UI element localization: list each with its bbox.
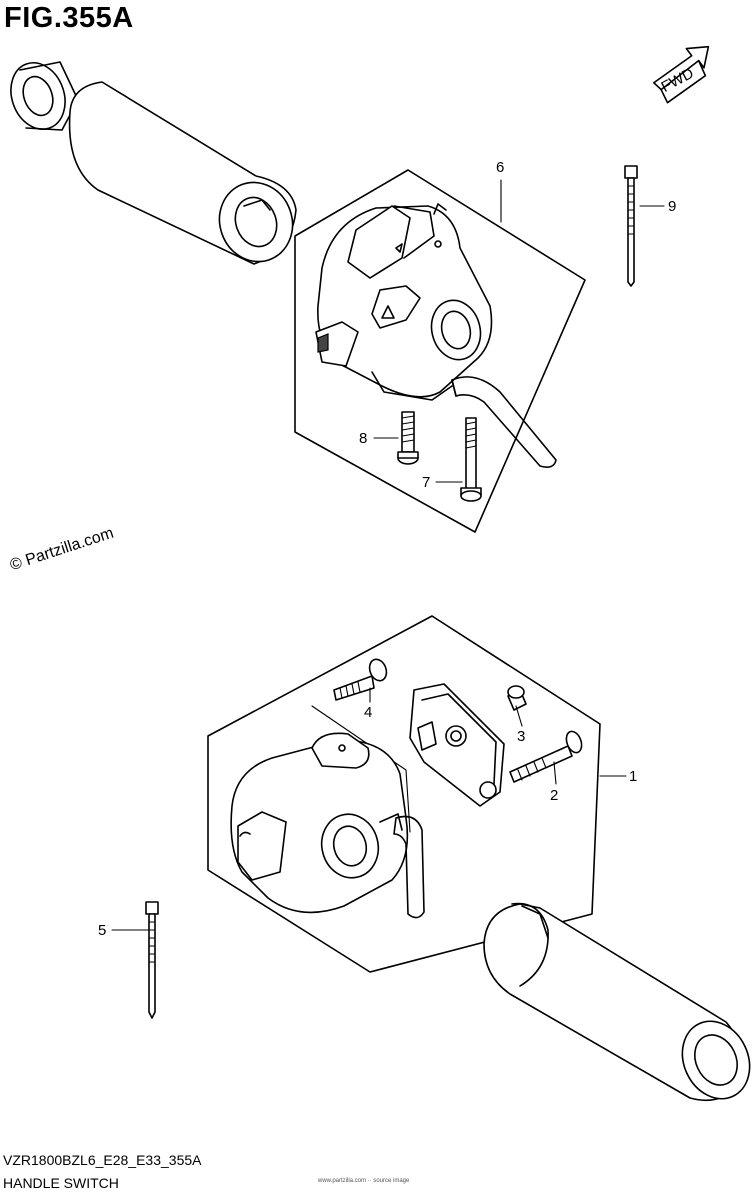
screw-4 xyxy=(333,658,388,701)
fine-print: www.partzilla.com ·· source image xyxy=(318,1178,410,1184)
leader-lines xyxy=(111,205,665,931)
figure-code: VZR1800BZL6_E28_E33_355A xyxy=(3,1152,202,1168)
callout-1: 1 xyxy=(629,768,637,785)
left-switch-housing xyxy=(315,203,493,401)
screw-2 xyxy=(509,730,583,783)
callout-8: 8 xyxy=(359,430,367,447)
cable-tie-5 xyxy=(145,901,159,1019)
handle-grip-top xyxy=(68,81,297,265)
lower-wire-harness xyxy=(393,815,425,919)
callout-4: 4 xyxy=(364,704,372,721)
screw-7 xyxy=(460,417,482,502)
grip-end-cap-top xyxy=(10,61,79,131)
callout-7: 7 xyxy=(422,474,430,491)
callout-2: 2 xyxy=(550,787,558,804)
switch-bracket xyxy=(409,683,505,807)
callout-6: 6 xyxy=(496,159,504,176)
fwd-arrow-icon: FWD xyxy=(653,45,710,104)
cable-tie-9 xyxy=(624,165,638,287)
lower-assembly-frame xyxy=(207,615,601,973)
callout-9: 9 xyxy=(668,198,676,215)
upper-assembly-frame xyxy=(294,169,586,533)
figure-subtitle: HANDLE SWITCH xyxy=(3,1175,119,1191)
screw-3 xyxy=(507,685,527,711)
callout-5: 5 xyxy=(98,922,106,939)
upper-wire-harness xyxy=(451,376,557,468)
handle-grip-bottom xyxy=(483,902,751,1102)
callout-3: 3 xyxy=(517,728,525,745)
figure-title: FIG.355A xyxy=(4,2,134,34)
screw-8 xyxy=(397,411,419,465)
right-switch-housing xyxy=(230,732,409,914)
